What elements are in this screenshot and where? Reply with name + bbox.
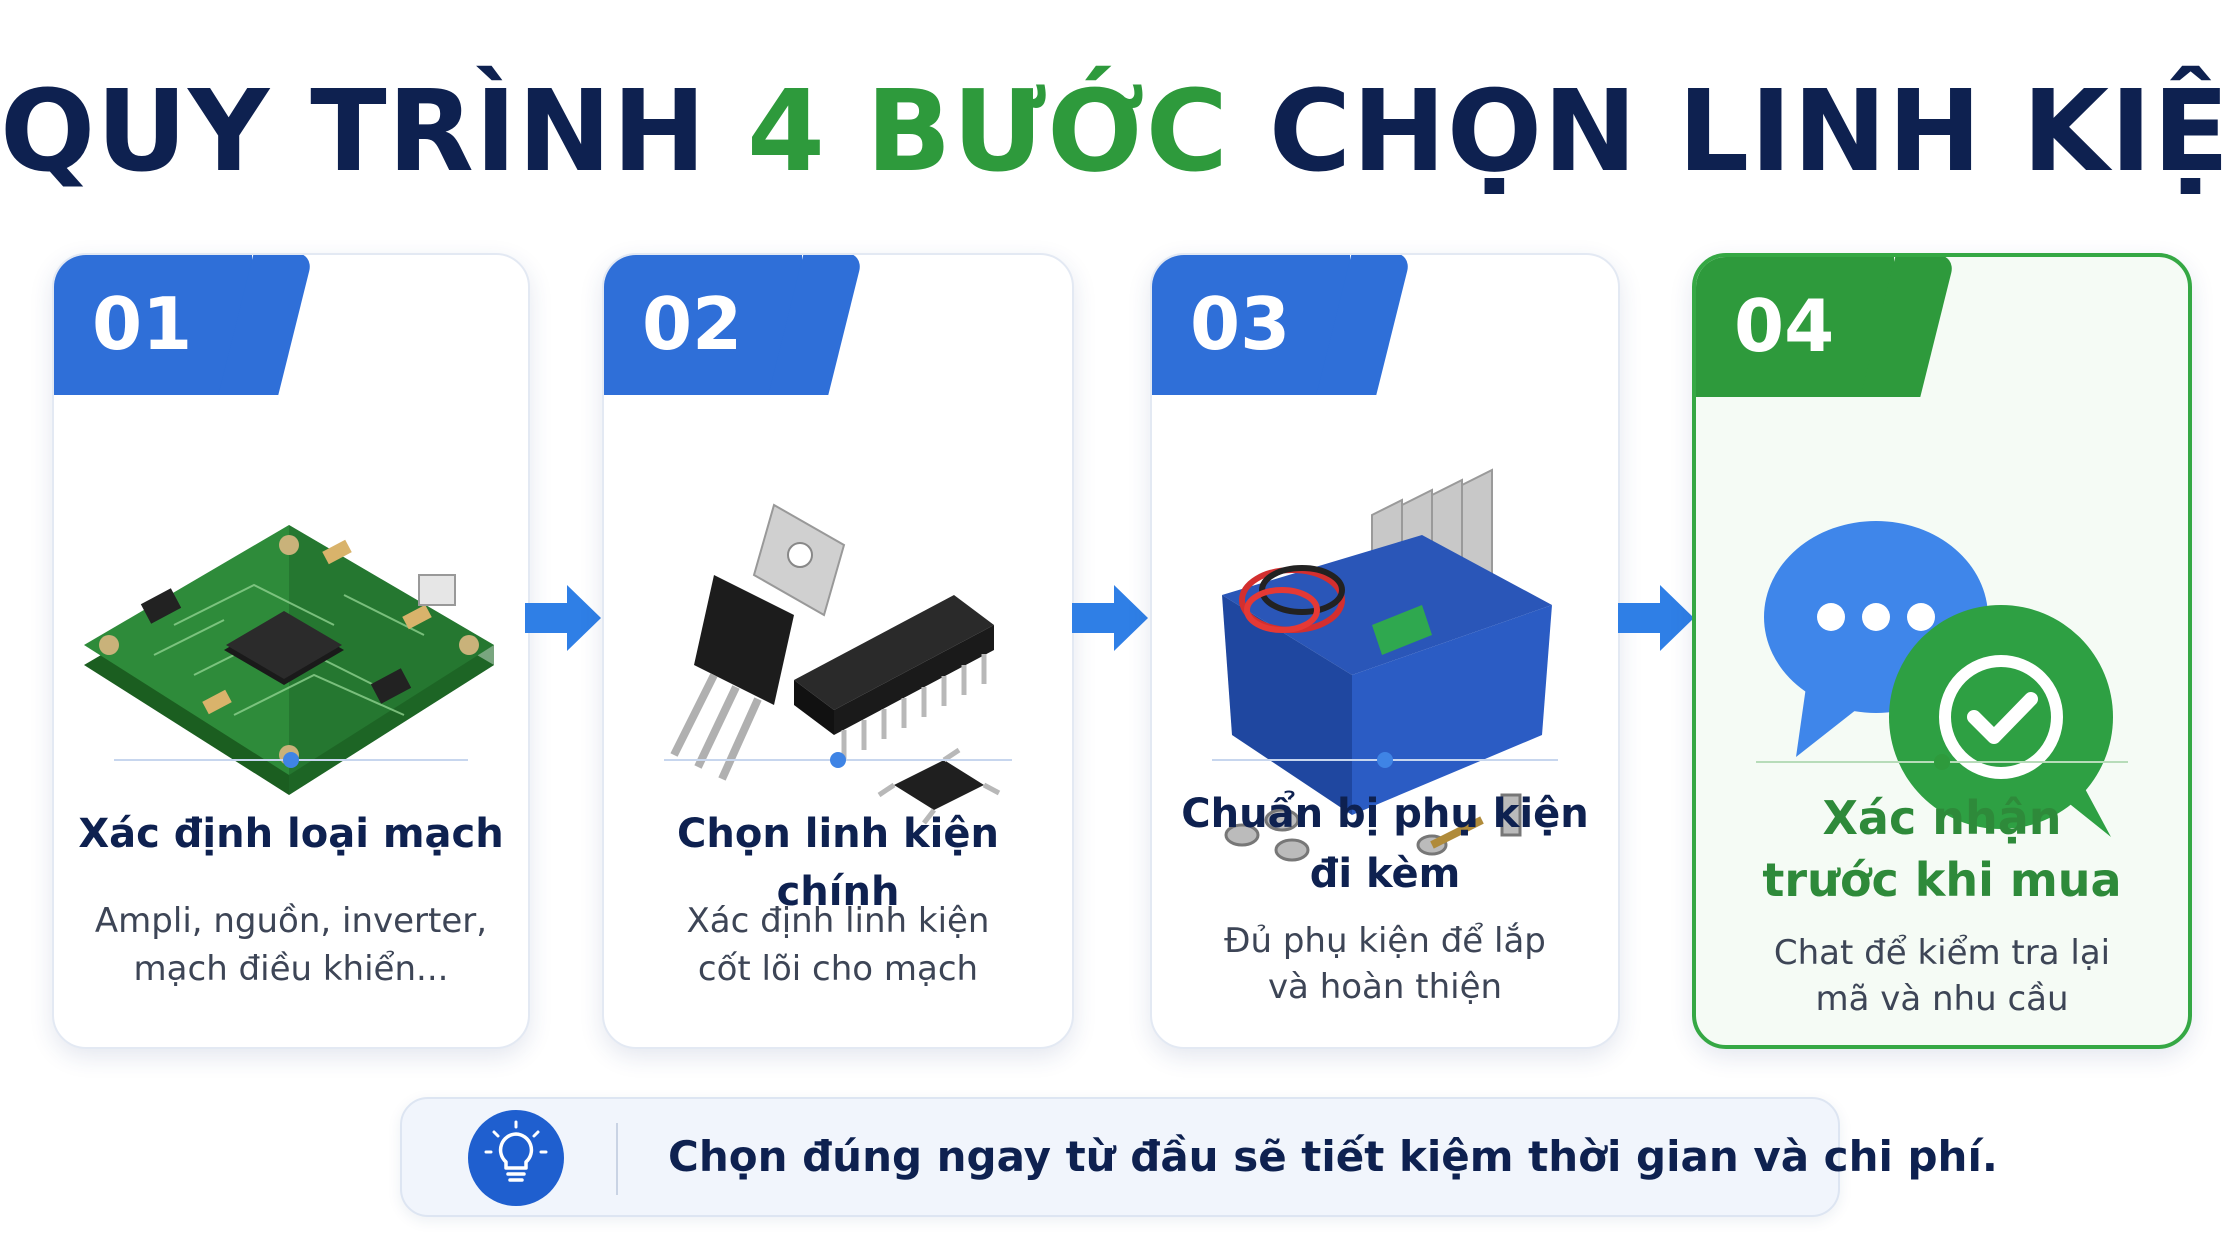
step-desc-line-1: Xác định linh kiện	[686, 901, 990, 941]
arrow-right-icon	[1072, 585, 1148, 651]
step-number-badge: 01	[54, 255, 252, 395]
divider	[1756, 754, 2128, 770]
lightbulb-icon	[468, 1110, 564, 1206]
arrow-right-icon	[1618, 585, 1694, 651]
tip-banner: Chọn đúng ngay từ đầu sẽ tiết kiệm thời …	[400, 1097, 1998, 1217]
step-number-badge: 04	[1696, 257, 1894, 397]
circuit-board-icon	[84, 525, 494, 795]
step-desc-line-1: Đủ phụ kiện để lắp	[1224, 921, 1546, 961]
step-desc-line-2: cốt lõi cho mạch	[697, 949, 979, 989]
step-card-2: 02 Chọn linh kiện chính Xác định linh ki…	[602, 253, 1074, 1049]
divider	[1212, 752, 1558, 768]
transistor-ic-chip-icon	[670, 503, 1001, 825]
page-title: QUY TRÌNH 4 BƯỚC CHỌN LINH KIỆN	[0, 62, 2240, 202]
divider-dot	[830, 752, 846, 768]
divider	[664, 752, 1012, 768]
step-title-line-2: đi kèm	[1309, 851, 1461, 897]
step-title: Chọn linh kiện chính	[677, 811, 999, 915]
chat-check-icon	[1764, 521, 2113, 837]
step-desc-line-2: mạch điều khiển...	[133, 949, 449, 989]
step-desc-line-1: Ampli, nguồn, inverter,	[94, 901, 488, 941]
title-part-1: QUY TRÌNH	[0, 67, 708, 197]
step-card-4: 04 Xác nhận trước khi mua Chat để kiểm t…	[1692, 253, 2192, 1049]
step-card-1: 01 Xác định loại mạch Ampli, nguồn, inve…	[52, 253, 530, 1049]
step-number-badge: 02	[604, 255, 802, 395]
step-desc-line-2: và hoàn thiện	[1267, 967, 1503, 1007]
tip-separator	[616, 1123, 618, 1195]
step-number-badge: 03	[1152, 255, 1350, 395]
arrow-right-icon	[525, 585, 601, 651]
title-part-2: CHỌN LINH KIỆN	[1268, 67, 2240, 197]
step-desc-line-1: Chat để kiểm tra lại	[1773, 933, 2111, 973]
step-title-line-2: trước khi mua	[1762, 853, 2122, 907]
step-title-line-1: Xác nhận	[1822, 791, 2062, 845]
tip-text: Chọn đúng ngay từ đầu sẽ tiết kiệm thời …	[668, 1132, 1998, 1181]
step-title: Xác định loại mạch	[78, 811, 504, 857]
divider-dot	[283, 752, 299, 768]
title-highlight: 4 BƯỚC	[747, 67, 1229, 197]
divider-dot	[1934, 754, 1950, 770]
divider-dot	[1377, 752, 1393, 768]
step-title-line-1: Chuẩn bị phụ kiện	[1181, 791, 1589, 837]
divider	[114, 752, 468, 768]
step-desc-line-2: mã và nhu cầu	[1815, 979, 2069, 1019]
step-card-3: 03 Chuẩn bị phụ kiện đi kèm Đủ phụ kiện …	[1150, 253, 1620, 1049]
